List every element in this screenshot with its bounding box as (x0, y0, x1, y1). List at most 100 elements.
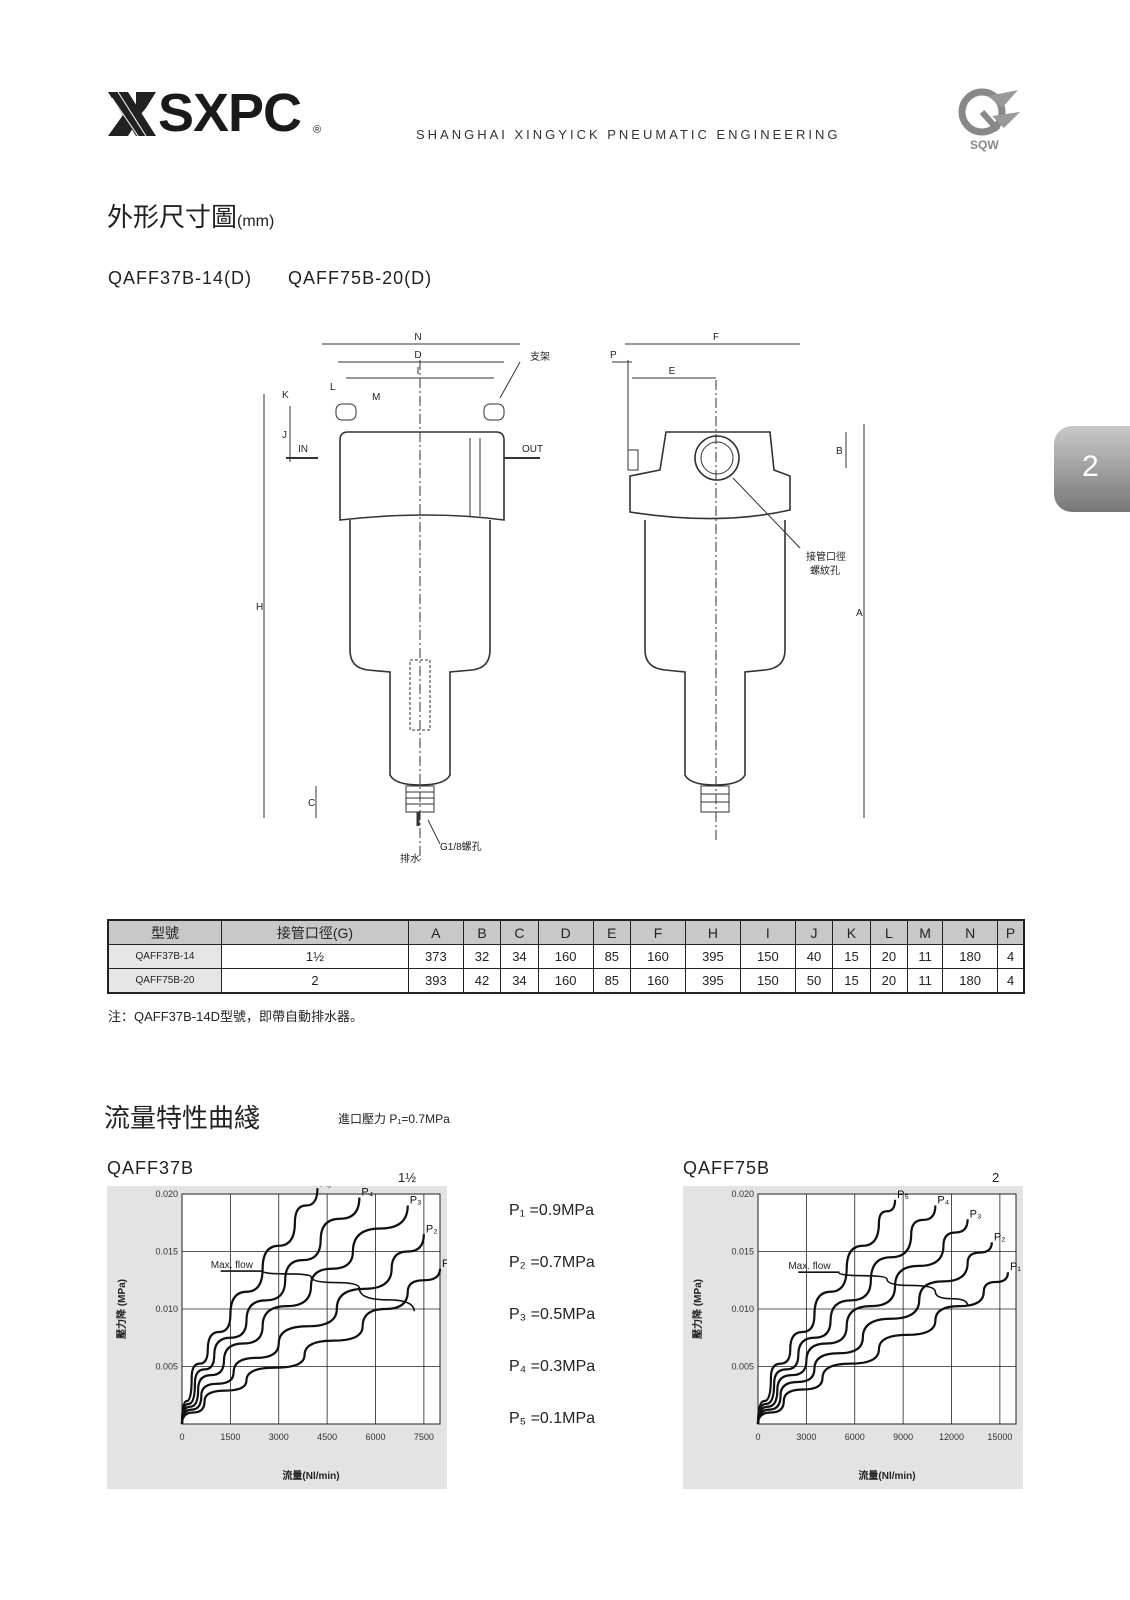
value-cell: 373 (407, 944, 464, 969)
y-tick-label: 0.005 (155, 1362, 178, 1372)
side-view (612, 343, 865, 840)
model-cell: QAFF37B-14 (107, 944, 222, 969)
value-cell: 160 (630, 968, 686, 994)
sqw-logo-label: SQW (970, 138, 999, 152)
table-header-cell: L (869, 919, 909, 945)
table-note: 注：QAFF37B-14D型號，即帶自動排水器。 (108, 1009, 363, 1024)
table-header-cell: M (907, 919, 944, 945)
series-label: P₅ (319, 1186, 331, 1189)
dim-label-p: P (610, 350, 617, 361)
x-tick-label: 7500 (414, 1432, 434, 1442)
x-tick-label: 3000 (796, 1432, 816, 1442)
inlet-pressure-value: P₁=0.7MPa (389, 1112, 450, 1126)
dim-label-k: K (282, 390, 289, 401)
value-cell: 160 (630, 944, 686, 969)
table-header-cell: C (500, 919, 539, 945)
chart-title-1: QAFF37B (107, 1158, 195, 1178)
series-line (180, 1234, 425, 1425)
dim-label-h: H (256, 602, 263, 613)
dim-label-m: M (372, 392, 380, 403)
value-cell: 32 (462, 944, 502, 969)
pressure-legend-item: P₁ =0.9MPa (509, 1202, 594, 1219)
table-header-cell: B (462, 919, 502, 945)
value-cell: 85 (592, 968, 632, 994)
table-header-cell: N (942, 919, 999, 945)
table-header-cell: J (794, 919, 834, 945)
max-flow-line (798, 1271, 969, 1306)
series-label: P₁ (442, 1258, 447, 1270)
table-header-cell: D (537, 919, 594, 945)
value-cell: 4 (997, 944, 1025, 969)
table-header-cell: F (630, 919, 686, 945)
x-axis-label: 流量(Nl/min) (858, 1469, 915, 1482)
inlet-pressure-label: 進口壓力 (338, 1112, 387, 1126)
dim-label-f: F (713, 332, 719, 343)
table-header-cell: 型號 (107, 919, 222, 945)
value-cell: 150 (739, 968, 796, 994)
value-cell: 34 (500, 968, 539, 994)
value-cell: 20 (869, 944, 909, 969)
pressure-legend-item: P₄ =0.3MPa (509, 1358, 596, 1375)
series-line (756, 1272, 1010, 1425)
value-cell: 85 (592, 944, 632, 969)
inlet-pressure: 進口壓力 P₁=0.7MPa (338, 1110, 450, 1127)
y-tick-label: 0.020 (155, 1189, 178, 1199)
value-cell: 34 (500, 944, 539, 969)
value-cell: 395 (684, 968, 741, 994)
series-line (180, 1188, 319, 1425)
value-cell: 11 (907, 944, 944, 969)
value-cell: 393 (407, 968, 464, 994)
value-cell: 11 (907, 968, 944, 994)
bracket-label: 支架 (530, 351, 550, 363)
y-tick-label: 0.010 (155, 1304, 178, 1314)
series-label: P₄ (361, 1186, 373, 1198)
y-tick-label: 0.005 (731, 1362, 754, 1372)
chapter-tab: 2 (1054, 426, 1130, 512)
series-label: P₄ (937, 1195, 949, 1207)
dim-label-i: I (417, 366, 420, 377)
value-cell: 4 (997, 968, 1025, 994)
chart-port-1: 1½ (398, 1170, 417, 1185)
pressure-legend: P₁ =0.9MPa P₂ =0.7MPa P₃ =0.5MPa P₄ =0.3… (509, 1185, 595, 1445)
outlet-label: OUT (522, 444, 543, 455)
brand-name: SXPC (158, 83, 302, 143)
registered-mark: ® (313, 124, 322, 136)
y-tick-label: 0.020 (731, 1189, 754, 1199)
x-tick-label: 6000 (365, 1432, 385, 1442)
x-tick-label: 6000 (845, 1432, 865, 1442)
sqw-logo-icon (958, 88, 1020, 136)
port-thread-label: 接管口徑 (806, 550, 846, 563)
y-tick-label: 0.015 (731, 1247, 754, 1257)
dim-label-a: A (856, 608, 863, 619)
pressure-legend-item: P₃ =0.5MPa (509, 1306, 596, 1323)
x-tick-label: 4500 (317, 1432, 337, 1442)
dim-label-j: J (282, 430, 287, 441)
dim-label-d: D (414, 350, 421, 361)
plot-frame (757, 1193, 1017, 1425)
plot-frame (181, 1193, 441, 1425)
model-list: QAFF37B-14(D) QAFF75B-20(D) (108, 268, 432, 289)
dim-label-e: E (669, 366, 676, 377)
value-cell: 50 (794, 968, 834, 994)
dimensions-unit: (mm) (237, 213, 275, 230)
value-cell: 20 (869, 968, 909, 994)
table-header-cell: H (684, 919, 741, 945)
value-cell: 180 (942, 968, 999, 994)
value-cell: 150 (739, 944, 796, 969)
dimensions-title-text: 外形尺寸圖 (107, 202, 238, 232)
table-header-cell: 接管口徑(G) (221, 919, 409, 945)
drain-thread-label: G1/8螺孔 (440, 841, 482, 853)
x-tick-label: 3000 (269, 1432, 289, 1442)
y-axis-label: 壓力降 (MPa) (115, 1279, 128, 1339)
x-tick-label: 0 (179, 1432, 184, 1442)
value-cell: 160 (537, 944, 594, 969)
model-name: QAFF37B-14(D) (108, 268, 253, 288)
inlet-label: IN (298, 444, 308, 455)
value-cell: 15 (832, 968, 871, 994)
series-line (756, 1199, 897, 1425)
series-line (180, 1268, 442, 1425)
series-label: P₃ (970, 1208, 982, 1220)
max-flow-annotation: Max. flow (788, 1261, 831, 1272)
